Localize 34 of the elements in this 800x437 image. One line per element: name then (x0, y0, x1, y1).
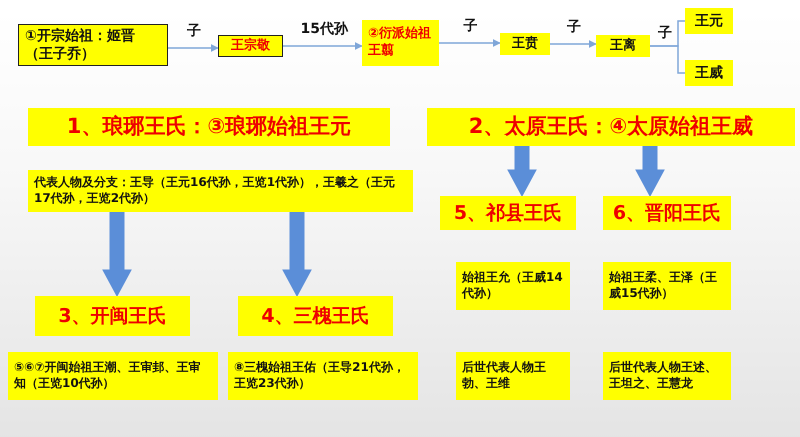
person-box: 王威 (685, 60, 733, 86)
description-box: 代表人物及分支：王导（王元16代孙，王览1代孙），王羲之（王元17代孙，王览2代孙） (28, 170, 413, 212)
clan-heading: 4、三槐王氏 (238, 296, 393, 336)
description-box: 后世代表人物王勃、王维 (456, 352, 570, 400)
block-arrow (282, 212, 312, 298)
person-box: 王离 (596, 35, 650, 57)
person-box: 王宗敬 (218, 35, 283, 57)
bracket-line (650, 45, 685, 74)
block-arrow (507, 146, 537, 198)
arrow (439, 39, 501, 47)
edge-label: 子 (186, 22, 202, 40)
person-box: ②衍派始祖王翦 (362, 20, 439, 66)
block-arrow (102, 212, 132, 298)
arrow (283, 42, 363, 50)
edge-label: 子 (462, 17, 478, 35)
clan-heading: 6、晋阳王氏 (603, 196, 731, 230)
person-box: ①开宗始祖：姬晋（王子乔） (18, 24, 168, 66)
description-box: ⑧三槐始祖王佑（王导21代孙，王览23代孙） (228, 352, 418, 400)
clan-heading: 3、开闽王氏 (35, 296, 190, 336)
arrow (550, 40, 597, 48)
arrow (168, 44, 219, 52)
description-box: 始祖王允（王威14代孙） (456, 262, 570, 310)
edge-label: 子 (657, 24, 673, 42)
edge-label: 子 (566, 18, 582, 36)
description-box: 始祖王柔、王泽（王威15代孙） (603, 262, 731, 310)
block-arrow (635, 146, 665, 198)
clan-heading: 5、祁县王氏 (440, 196, 576, 230)
person-box: 王元 (685, 8, 733, 34)
edge-label: 15代孙 (300, 20, 350, 38)
description-box: ⑤⑥⑦开闽始祖王潮、王审邽、王审知（王览10代孙） (8, 352, 218, 400)
person-box: 王贲 (500, 33, 550, 55)
clan-heading: 2、太原王氏：④太原始祖王威 (427, 108, 795, 146)
clan-heading: 1、琅琊王氏：③琅琊始祖王元 (28, 108, 390, 146)
description-box: 后世代表人物王述、王坦之、王慧龙 (603, 352, 731, 400)
